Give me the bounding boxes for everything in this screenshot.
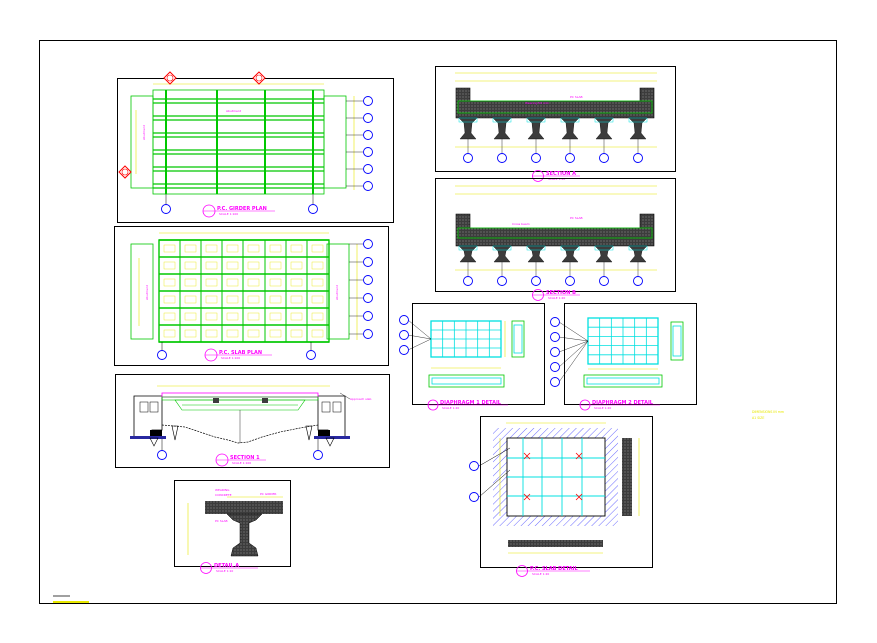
view-diaphragm-2: DIAPHRAGM 2 DETAIL SCALE 1:20 xyxy=(550,303,697,411)
detail-label: CONCRETE xyxy=(215,493,232,497)
detail-label: WEARING xyxy=(215,488,230,492)
view-title: SECTION A xyxy=(546,171,576,177)
grid-bubble xyxy=(550,377,560,387)
note-line: A1 SIZE xyxy=(752,416,764,420)
view-scale: SCALE 1:100 xyxy=(219,212,238,216)
view-section-b: Cross beam PC SLAB SECTION B SCALE 1:20 xyxy=(435,178,676,301)
view-scale: SCALE 1:100 xyxy=(232,461,251,465)
view-scale: SCALE 1:20 xyxy=(548,296,565,300)
view-section-1: Approach slab SECTION 1 SCALE 1:100 xyxy=(115,374,390,468)
grid-bubble xyxy=(633,153,643,163)
abutment-label: Abutment xyxy=(226,109,242,113)
grid-bubble xyxy=(363,96,373,106)
grid-bubble xyxy=(363,147,373,157)
grid-bubble xyxy=(565,153,575,163)
grid-bubble xyxy=(550,362,560,372)
grid-bubble xyxy=(565,276,575,286)
view-detail-a: WEARING CONCRETE PC GIRDER PC SLAB DETAI… xyxy=(174,480,291,574)
view-girder-plan: Abutment Abutment P.C. GIRDER PLAN SCALE… xyxy=(117,71,394,223)
rebar-mark-icon xyxy=(575,452,583,460)
section-note: Cross beam xyxy=(512,222,530,226)
grid-bubble xyxy=(363,164,373,174)
grid-bubble xyxy=(550,347,560,357)
section-marker-icon xyxy=(252,71,266,85)
grid-bubble xyxy=(363,113,373,123)
section-marker-icon xyxy=(163,71,177,85)
grid-bubble xyxy=(363,239,373,249)
general-note: DIMENSIONS IN mm A1 SIZE xyxy=(752,410,784,420)
view-diaphragm-1: DIAPHRAGM 1 DETAIL SCALE 1:20 xyxy=(399,303,545,411)
grid-bubble xyxy=(399,345,409,355)
grid-bubble xyxy=(463,153,473,163)
note-line: DIMENSIONS IN mm xyxy=(752,410,784,414)
grid-bubble xyxy=(363,311,373,321)
rebar-mark-icon xyxy=(523,452,531,460)
grid-bubble xyxy=(469,461,479,471)
view-scale: SCALE 1:100 xyxy=(221,356,240,360)
grid-bubble xyxy=(363,130,373,140)
view-scale: SCALE 1:20 xyxy=(442,406,459,410)
grid-bubble xyxy=(363,329,373,339)
view-title: SECTION 1 xyxy=(230,455,260,461)
abutment-label: Abutment xyxy=(335,284,339,300)
view-title: DETAIL A xyxy=(214,563,239,569)
grid-bubble xyxy=(157,350,167,360)
grid-bubble xyxy=(363,181,373,191)
view-title: P.C. SLAB PLAN xyxy=(219,350,262,356)
grid-bubble xyxy=(497,276,507,286)
view-title: P.C. SLAB DETAIL xyxy=(530,566,578,572)
abutment-label: Abutment xyxy=(142,124,146,140)
grid-bubble xyxy=(308,204,318,214)
grid-bubble xyxy=(550,332,560,342)
detail-label: PC SLAB xyxy=(215,519,228,523)
grid-bubble xyxy=(550,317,560,327)
view-slab-plan: Abutment Abutment P.C. SLAB PLAN SCALE 1… xyxy=(114,226,389,366)
grid-bubble xyxy=(599,153,609,163)
view-scale: SCALE 1:20 xyxy=(532,572,549,576)
grid-bubble xyxy=(469,492,479,502)
view-title: SECTION B xyxy=(546,290,576,296)
view-title: DIAPHRAGM 1 DETAIL xyxy=(440,400,502,406)
view-scale: SCALE 1:20 xyxy=(594,406,611,410)
section-note: PC SLAB xyxy=(570,216,583,220)
rebar-mark-icon xyxy=(575,493,583,501)
grid-bubble xyxy=(633,276,643,286)
grid-bubble xyxy=(157,450,167,460)
grid-bubble xyxy=(531,276,541,286)
grid-bubble xyxy=(599,276,609,286)
grid-bubble xyxy=(531,153,541,163)
view-slab-detail: P.C. SLAB DETAIL SCALE 1:20 xyxy=(469,416,653,577)
rebar-mark-icon xyxy=(523,493,531,501)
grid-bubble xyxy=(363,275,373,285)
grid-bubble xyxy=(363,257,373,267)
grid-bubble xyxy=(399,315,409,325)
abutment-label: Abutment xyxy=(145,284,149,300)
section-note: PC SLAB xyxy=(570,95,583,99)
section-note: Wearing 50 mm xyxy=(525,101,549,105)
view-title: P.C. GIRDER PLAN xyxy=(217,206,267,212)
view-section-a: Wearing 50 mm PC SLAB SECTION A SCALE 1:… xyxy=(435,66,676,182)
view-scale: SCALE 1:10 xyxy=(216,569,233,573)
grid-bubble xyxy=(463,276,473,286)
detail-label: PC GIRDER xyxy=(260,492,276,496)
callout-label: Approach slab xyxy=(350,397,371,401)
section-marker-icon xyxy=(118,165,132,179)
grid-bubble xyxy=(161,204,171,214)
grid-bubble xyxy=(497,153,507,163)
sheet-border xyxy=(39,40,837,604)
view-title: DIAPHRAGM 2 DETAIL xyxy=(592,400,654,406)
grid-bubble xyxy=(363,293,373,303)
grid-bubble xyxy=(313,450,323,460)
grid-bubble xyxy=(399,330,409,340)
grid-bubble xyxy=(306,350,316,360)
